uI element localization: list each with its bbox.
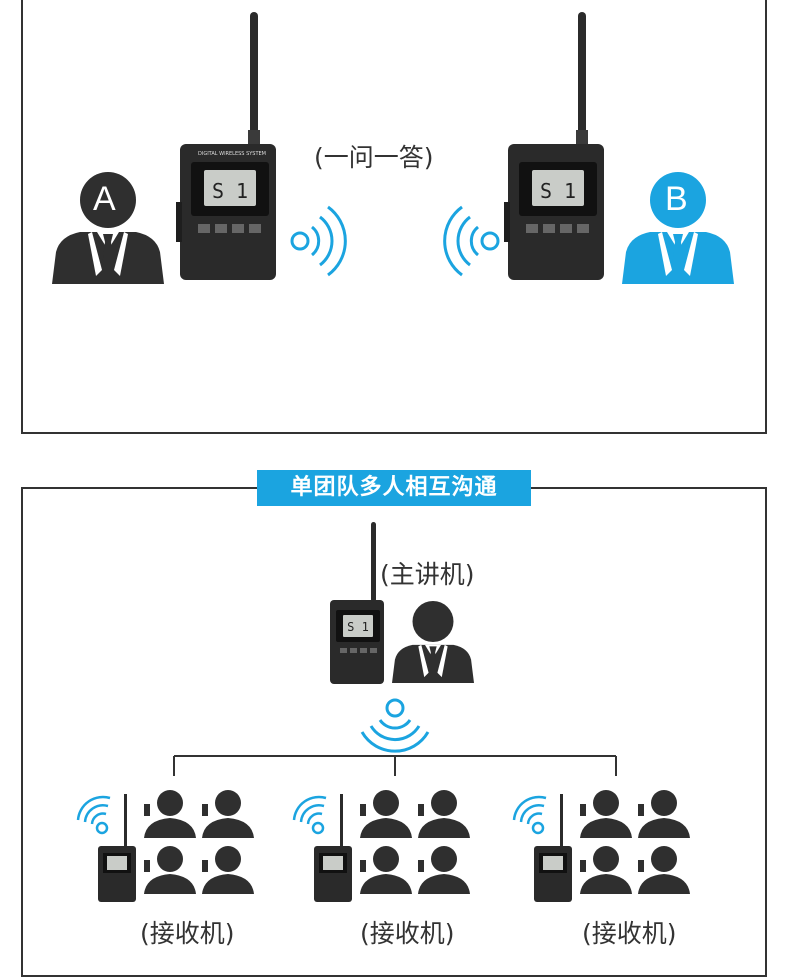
receiver-label-3: (接收机) [582, 919, 677, 948]
host-person-icon [392, 601, 474, 683]
one-to-one-panel [21, 0, 767, 434]
wireless-wave-icon [443, 205, 500, 277]
receiver-label-2: (接收机) [360, 919, 455, 948]
wireless-wave-icon [290, 205, 347, 277]
host-transmitter-device: S 1 [330, 522, 384, 684]
device-a-brand: DIGITAL WIRELESS SYSTEM [198, 151, 266, 157]
receiver-label-1: (接收机) [140, 919, 235, 948]
person-b-letter: B [665, 180, 688, 218]
transmitter-device-b: S 1 [504, 12, 604, 280]
person-a-icon [52, 172, 164, 284]
transmitter-device-a: S 1 [176, 12, 276, 280]
svg-text:S 1: S 1 [347, 620, 369, 634]
svg-text:S 1: S 1 [212, 179, 248, 203]
host-label: (主讲机) [380, 560, 475, 589]
group-banner: 单团队多人相互沟通 [257, 470, 531, 506]
person-a-letter: A [93, 180, 116, 218]
person-b-icon [622, 172, 734, 284]
receiver-group-2 [292, 790, 470, 902]
svg-text:S 1: S 1 [540, 179, 576, 203]
qa-caption: (一问一答) [314, 143, 434, 172]
broadcast-wave-icon [360, 698, 430, 753]
receiver-group-1 [76, 790, 254, 902]
receiver-group-3 [512, 790, 690, 902]
